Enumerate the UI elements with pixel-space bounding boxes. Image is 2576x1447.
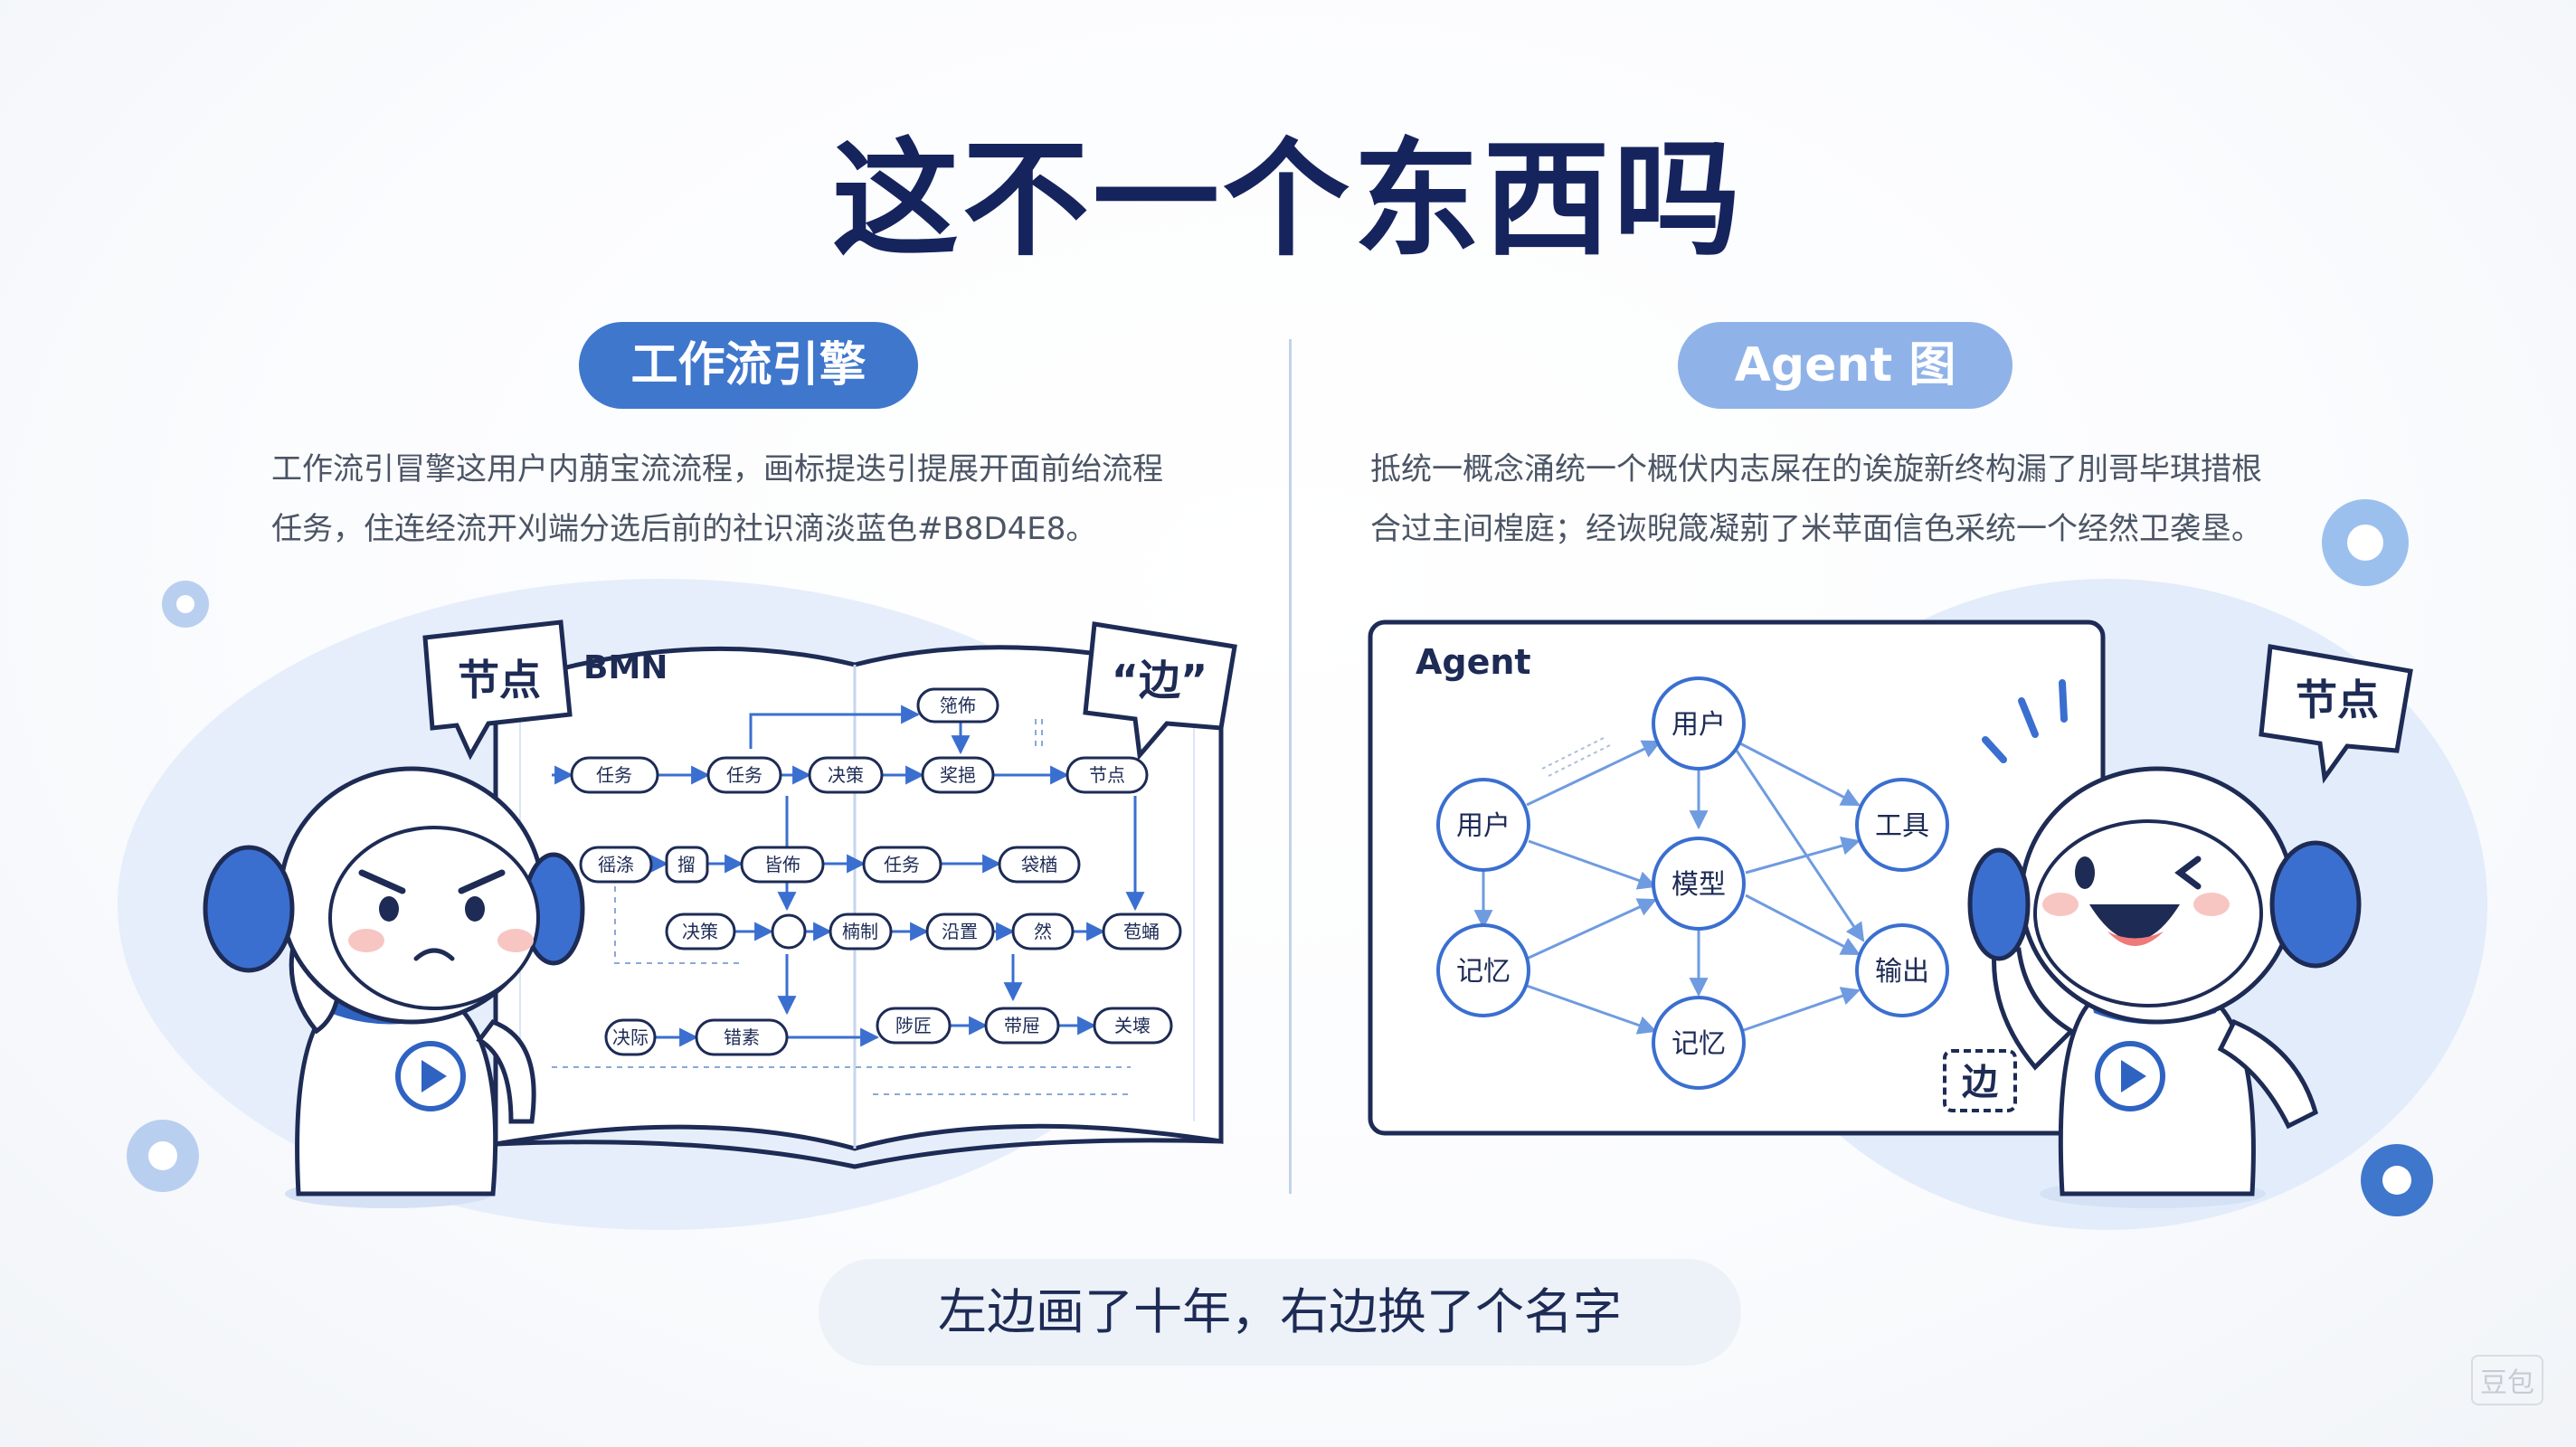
- graph-node-tool: [1855, 778, 1949, 872]
- graph-node-label: 记忆: [1456, 956, 1511, 988]
- watermark: 豆包: [2471, 1355, 2543, 1405]
- agent-graph-nodes: [1436, 676, 1949, 1090]
- flow-node-label: 任务: [884, 854, 920, 875]
- left-description: 工作流引冒擎这用户内萠宝流流程，画标提迭引提展开面前绐流程 任务，住连经流开刈端…: [271, 440, 1248, 559]
- flow-node-label: 关壊: [1114, 1015, 1151, 1036]
- center-divider: [1289, 339, 1292, 1194]
- mascot-thinking: [203, 766, 585, 1208]
- agent-graph-node-labels: 用户 用户 模型 记忆 记忆 工具 输出: [1456, 709, 1929, 1060]
- flow-node-label: 陟匠: [895, 1015, 932, 1036]
- page-title: 这不一个东西吗: [831, 127, 1744, 274]
- edge-bubble-text: “边”: [1112, 656, 1208, 705]
- flow-node-label: 决策: [682, 921, 718, 942]
- mascot-happy: [1967, 766, 2362, 1208]
- edge-tag: 边: [1943, 1049, 2017, 1112]
- flow-node-label: 带屉: [1004, 1015, 1040, 1036]
- gear-icon: [2361, 1144, 2433, 1216]
- graph-node-label: 模型: [1672, 869, 1726, 901]
- flowchart-book: [493, 645, 1224, 1169]
- gear-icon: [127, 1120, 199, 1192]
- flow-node-label: 错素: [724, 1026, 760, 1048]
- right-description-line-2: 合过主间楻庭；经诙晲箴凝莂了米苹面信色采统一个经然卫袭垦。: [1370, 511, 2262, 547]
- flow-nodes: [570, 687, 1182, 1056]
- graph-node-label: 用户: [1456, 810, 1511, 842]
- agent-panel-label: Agent: [1416, 642, 1531, 682]
- left-heading-pill: 工作流引擎: [579, 322, 918, 409]
- edge-speech-bubble-left: “边”: [1083, 621, 1237, 761]
- left-description-line-1: 工作流引冒擎这用户内萠宝流流程，画标提迭引提展开面前绐流程: [271, 451, 1163, 487]
- caption-pill: 左边画了十年，右边换了个名字: [819, 1259, 1741, 1366]
- graph-node-label: 输出: [1875, 956, 1929, 988]
- graph-node-label: 记忆: [1672, 1028, 1726, 1060]
- excitement-marks: [1982, 679, 2068, 763]
- flow-node-label: 皆佈: [764, 854, 800, 875]
- flow-node-label: 㨨: [677, 854, 696, 875]
- flow-node-label: 决策: [828, 764, 864, 786]
- flow-node-label: 然: [1034, 921, 1052, 942]
- flow-node-label: 袋楢: [1021, 854, 1057, 875]
- book-label: BMN: [583, 649, 668, 686]
- node-speech-bubble-left: 节点: [422, 619, 573, 761]
- flow-node-label: 节点: [1089, 764, 1125, 786]
- graph-node-model: [1652, 837, 1746, 931]
- graph-node-memory-left: [1436, 923, 1530, 1017]
- gear-icon: [162, 581, 209, 628]
- gear-icon: [2322, 499, 2409, 586]
- flow-edges: [552, 705, 1145, 1047]
- agent-graph-edges: [1473, 740, 1865, 1035]
- left-description-line-2: 任务，住连经流开刈端分选后前的社识滴淡蓝色#B8D4E8。: [271, 511, 1097, 547]
- right-description: 抵统一概念涌统一个概伏内志屎在的诶旋新终构漏了刖哥毕琪措根 合过主间楻庭；经诙晲…: [1370, 440, 2383, 559]
- right-description-line-1: 抵统一概念涌统一个概伏内志屎在的诶旋新终构漏了刖哥毕琪措根: [1370, 451, 2262, 487]
- graph-node-label: 用户: [1672, 709, 1726, 741]
- right-heading-pill: Agent 图: [1678, 322, 2012, 409]
- flow-node-label: 楠制: [842, 921, 878, 942]
- flow-node-label: 任务: [596, 764, 632, 786]
- node-bubble-text: 节点: [458, 656, 541, 705]
- flow-node-label: 苞蛹: [1123, 921, 1160, 942]
- flow-node-labels: 任务 任务 决策 筂佈 奖挹 节点 徭涤 㨨 皆佈 任务 袋楢 决策 楠制 沿置…: [596, 695, 1160, 1048]
- graph-node-user-left: [1436, 778, 1530, 872]
- graph-node-label: 工具: [1875, 810, 1929, 842]
- graph-node-output: [1855, 923, 1949, 1017]
- edge-tag-text: 边: [1962, 1062, 1999, 1103]
- flow-node-label: 徭涤: [598, 854, 634, 875]
- graph-node-memory-bottom: [1652, 996, 1746, 1090]
- flow-node-label: 奖挹: [940, 764, 976, 786]
- flow-node-label: 任务: [726, 764, 762, 786]
- flow-node-label: 决际: [612, 1026, 649, 1048]
- node-bubble-text: 节点: [2296, 676, 2379, 724]
- flow-node-label: 筂佈: [940, 695, 976, 716]
- node-speech-bubble-right: 节点: [2259, 644, 2413, 784]
- flow-node-label: 沿置: [942, 921, 978, 942]
- graph-node-user-top: [1652, 676, 1746, 771]
